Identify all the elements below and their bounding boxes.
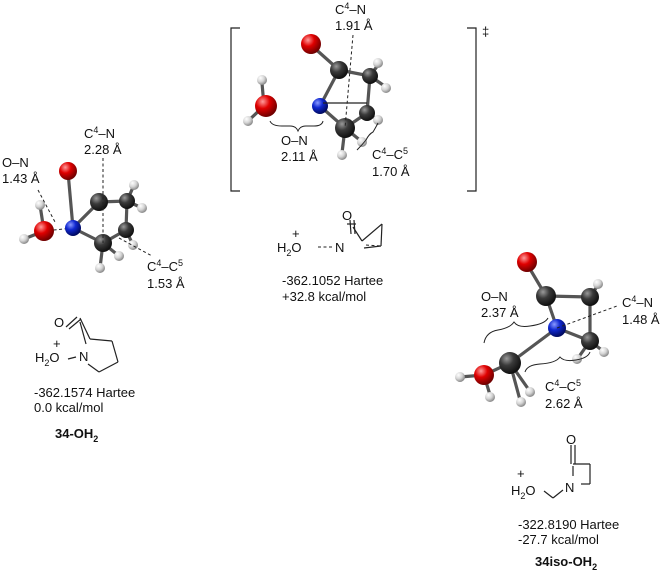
left-c4n-label: C4–N xyxy=(84,125,115,141)
hydrogen-atom xyxy=(114,251,124,261)
carbon-atom xyxy=(359,105,375,121)
left-c4n-value: 2.28 Å xyxy=(84,142,122,157)
carbon-atom xyxy=(90,193,108,211)
right-c4c5-value: 2.62 Å xyxy=(545,396,583,411)
right-molecule-model xyxy=(455,252,618,407)
hydrogen-atom xyxy=(243,116,253,126)
ts-c4c5-brace xyxy=(356,122,379,151)
right-on-label: O–N xyxy=(481,289,508,304)
ts-energy-hartree: -362.1052 Hartee xyxy=(282,273,383,288)
ts-on-value: 2.11 Å xyxy=(281,149,318,164)
carbon-atom xyxy=(536,286,556,306)
oxygen-atom xyxy=(517,252,537,272)
ts-c4c5-value: 1.70 Å xyxy=(372,164,410,179)
carbon-atom xyxy=(118,222,134,238)
left-struct-n: N xyxy=(79,349,88,364)
right-c4c5-label: C4–C5 xyxy=(545,378,581,394)
right-on-value: 2.37 Å xyxy=(481,305,519,320)
ts-structure-drawing xyxy=(318,219,383,249)
hydrogen-atom xyxy=(572,354,582,364)
hydrogen-atom xyxy=(593,279,603,289)
left-structure-drawing xyxy=(65,316,119,373)
ts-on-brace xyxy=(269,120,324,133)
carbon-atom xyxy=(330,61,348,79)
right-struct-h2o: H2O xyxy=(511,483,536,501)
ts-struct-h2o: H2O xyxy=(277,240,302,258)
hydrogen-atom xyxy=(455,372,465,382)
ts-c4n-value: 1.91 Å xyxy=(335,18,373,33)
nitrogen-atom xyxy=(65,220,81,236)
oxygen-atom xyxy=(255,95,277,117)
hydrogen-atom xyxy=(373,115,383,125)
ts-on-label: O–N xyxy=(281,133,308,148)
carbon-atom xyxy=(119,193,135,209)
ts-energy-kcal: +32.8 kcal/mol xyxy=(282,289,366,304)
hydrogen-atom xyxy=(599,347,609,357)
oxygen-atom xyxy=(34,221,54,241)
ts-bracket-right xyxy=(467,27,477,192)
left-c4c5-value: 1.53 Å xyxy=(147,276,185,291)
ts-molecule-model xyxy=(243,34,391,160)
right-energy-hartree: -322.8190 Hartee xyxy=(518,517,619,532)
left-energy-kcal: 0.0 kcal/mol xyxy=(34,400,103,415)
carbon-atom xyxy=(581,288,599,306)
oxygen-atom xyxy=(474,365,494,385)
carbon-atom xyxy=(362,68,378,84)
hydrogen-atom xyxy=(137,203,147,213)
ts-c4c5-label: C4–C5 xyxy=(372,146,408,162)
oxygen-atom xyxy=(59,162,77,180)
oxygen-atom xyxy=(301,34,321,54)
ts-struct-plus: + xyxy=(292,226,300,241)
ts-c4n-label: C4–N xyxy=(335,1,366,17)
left-on-label: O–N xyxy=(2,155,29,170)
ts-struct-o: O xyxy=(342,208,352,223)
hydrogen-atom xyxy=(95,263,105,273)
hydrogen-atom xyxy=(485,392,495,402)
left-compound-name: 34-OH2 xyxy=(55,426,98,444)
hydrogen-atom xyxy=(129,180,139,190)
left-struct-plus: + xyxy=(53,336,61,351)
right-c4c5-brace xyxy=(524,351,591,373)
hydrogen-atom xyxy=(35,200,45,210)
left-struct-o: O xyxy=(54,315,64,330)
right-struct-o: O xyxy=(566,432,576,447)
hydrogen-atom xyxy=(337,150,347,160)
hydrogen-atom xyxy=(373,58,383,68)
hydrogen-atom xyxy=(257,75,267,85)
hydrogen-atom xyxy=(381,83,391,93)
carbon-atom xyxy=(581,332,599,350)
nitrogen-atom xyxy=(312,98,328,114)
right-on-brace xyxy=(483,317,549,344)
carbon-atom xyxy=(335,118,355,138)
left-struct-h2o: H2O xyxy=(35,350,60,368)
right-structure-drawing xyxy=(543,445,591,499)
left-on-value: 1.43 Å xyxy=(2,171,40,186)
right-struct-plus: + xyxy=(517,466,525,481)
right-compound-name: 34iso-OH2 xyxy=(535,554,597,570)
right-energy-kcal: -27.7 kcal/mol xyxy=(518,532,599,547)
ts-struct-n: N xyxy=(335,240,344,255)
left-molecule-model xyxy=(19,158,153,273)
hydrogen-atom xyxy=(128,240,138,250)
hydrogen-atom xyxy=(525,387,535,397)
ts-bracket-left xyxy=(230,27,240,192)
ts-mark: ‡ xyxy=(482,24,489,39)
right-c4n-label: C4–N xyxy=(622,294,653,310)
right-c4n-value: 1.48 Å xyxy=(622,312,660,327)
right-struct-n: N xyxy=(565,480,574,495)
carbon-atom xyxy=(499,352,521,374)
hydrogen-atom xyxy=(357,137,367,147)
left-energy-hartree: -362.1574 Hartee xyxy=(34,385,135,400)
hydrogen-atom xyxy=(19,234,29,244)
left-c4c5-label: C4–C5 xyxy=(147,258,183,274)
hydrogen-atom xyxy=(516,397,526,407)
